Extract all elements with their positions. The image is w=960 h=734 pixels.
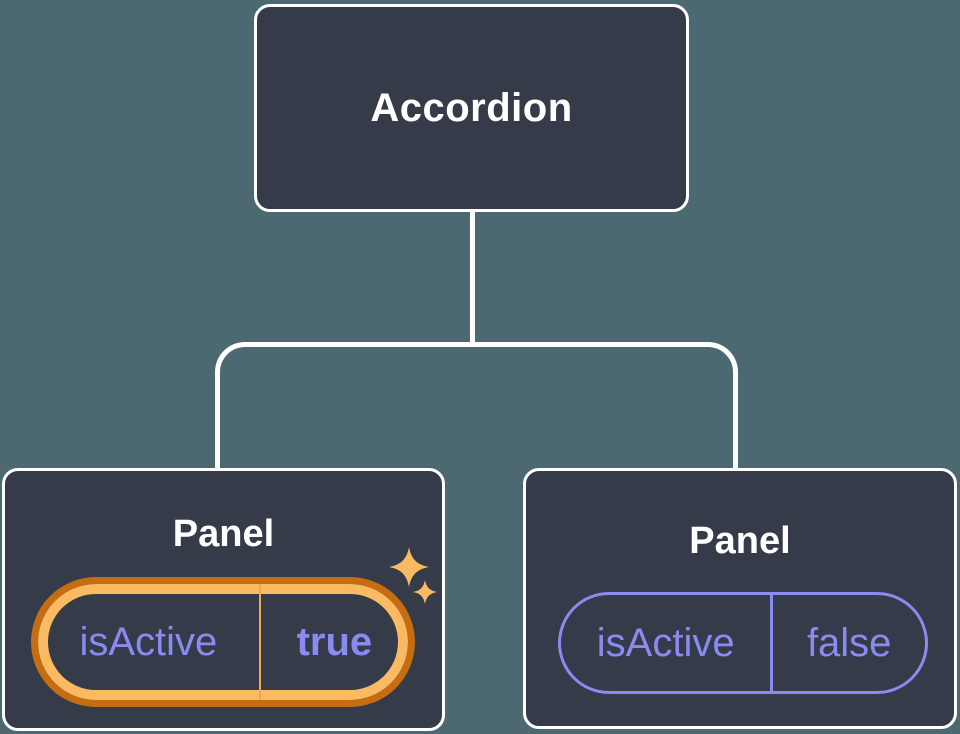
node-panel-inactive: Panel isActive false [523, 468, 957, 729]
state-key-label: isActive [596, 620, 735, 665]
state-value-label: true [258, 584, 408, 700]
node-panel-inactive-label: Panel [689, 520, 791, 562]
node-panel-active-label: Panel [172, 513, 275, 555]
state-value-label: false [770, 595, 925, 691]
connector-stem [470, 210, 475, 346]
connector-bracket [215, 342, 738, 468]
state-key-label: isActive [79, 619, 218, 664]
node-panel-active: Panel isActive true [2, 468, 445, 731]
state-pill-active: isActive true [31, 577, 415, 707]
state-pill-inactive: isActive false [558, 592, 928, 694]
sparkle-icon [413, 580, 437, 604]
node-accordion: Accordion [254, 4, 689, 212]
node-accordion-label: Accordion [370, 85, 573, 130]
sparkle-icon [389, 547, 429, 587]
